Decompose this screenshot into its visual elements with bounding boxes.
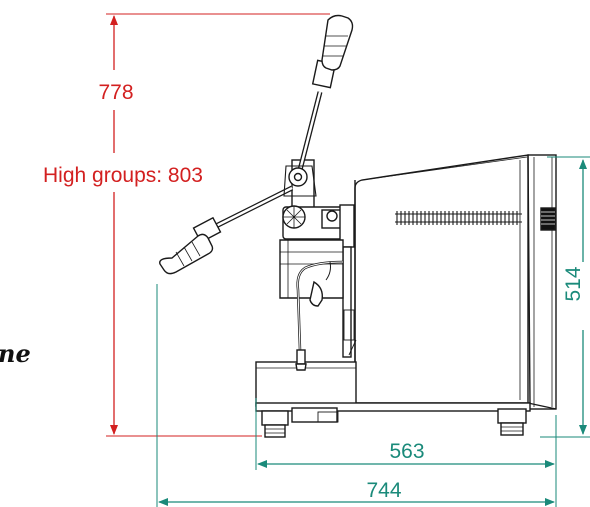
machine-feet	[261, 408, 527, 438]
vent-grille	[395, 211, 522, 225]
body-depth-label: 563	[389, 440, 424, 463]
machine-body	[354, 154, 531, 404]
height-total-label: 778	[98, 81, 133, 104]
body-depth-dimension: 563	[255, 398, 557, 470]
rear-switch	[540, 207, 556, 231]
cropped-side-text: ne	[0, 339, 31, 368]
total-depth-dimension: 744	[156, 284, 557, 507]
rear-panel	[527, 154, 557, 410]
hot-water-outlet	[309, 261, 331, 307]
drip-tray-front	[291, 407, 338, 423]
front-bracket	[343, 309, 355, 341]
height-dimension: 778 High groups: 803	[43, 13, 330, 437]
body-height-dimension: 514	[540, 156, 590, 438]
espresso-machine-side-view	[159, 14, 557, 438]
height-high-groups-label: High groups: 803	[43, 164, 203, 187]
group-lever	[283, 14, 354, 197]
total-depth-label: 744	[366, 479, 401, 502]
portafilter-arm	[159, 185, 294, 275]
steam-wand	[295, 260, 344, 371]
body-height-label: 514	[562, 266, 585, 301]
